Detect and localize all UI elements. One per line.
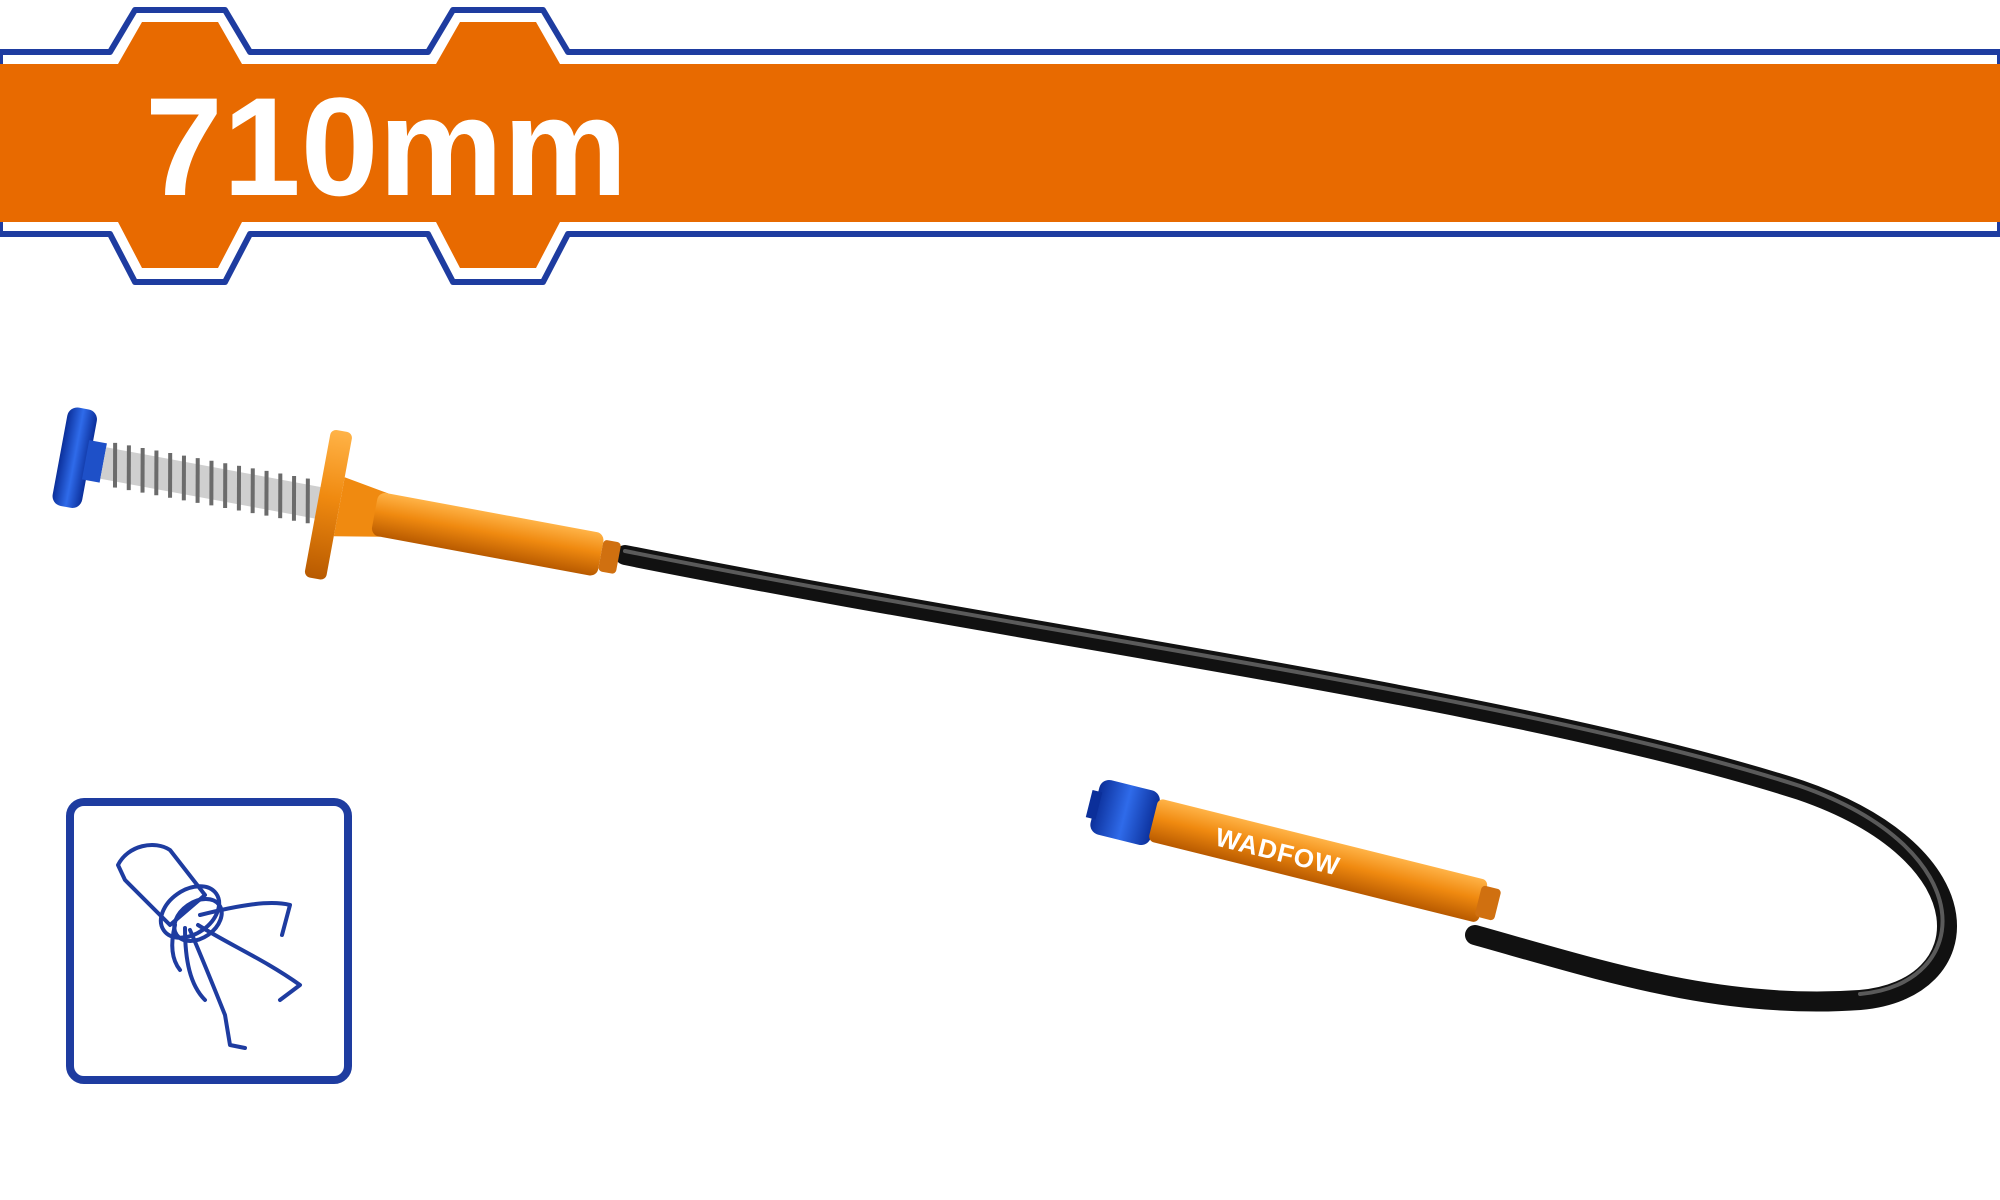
length-label: 710mm [145, 68, 628, 225]
pickup-tool: WADFOW [52, 407, 1957, 1012]
flexible-cable [615, 545, 1957, 1012]
badge-frame [66, 798, 352, 1084]
feature-badge [66, 798, 352, 1084]
front-tube [1149, 799, 1488, 922]
length-banner: 710mm [0, 7, 2000, 285]
banner-band [0, 22, 2000, 268]
plunger-cap [52, 407, 97, 508]
claw-tube: WADFOW [1085, 779, 1501, 922]
handle-tube [371, 493, 604, 576]
claw-tip [1090, 779, 1160, 846]
four-claw-pickup-icon [116, 843, 302, 1050]
cable-highlight [623, 549, 1945, 996]
spring [100, 442, 323, 524]
plunger-handle [52, 407, 621, 580]
finger-guard [304, 429, 352, 580]
